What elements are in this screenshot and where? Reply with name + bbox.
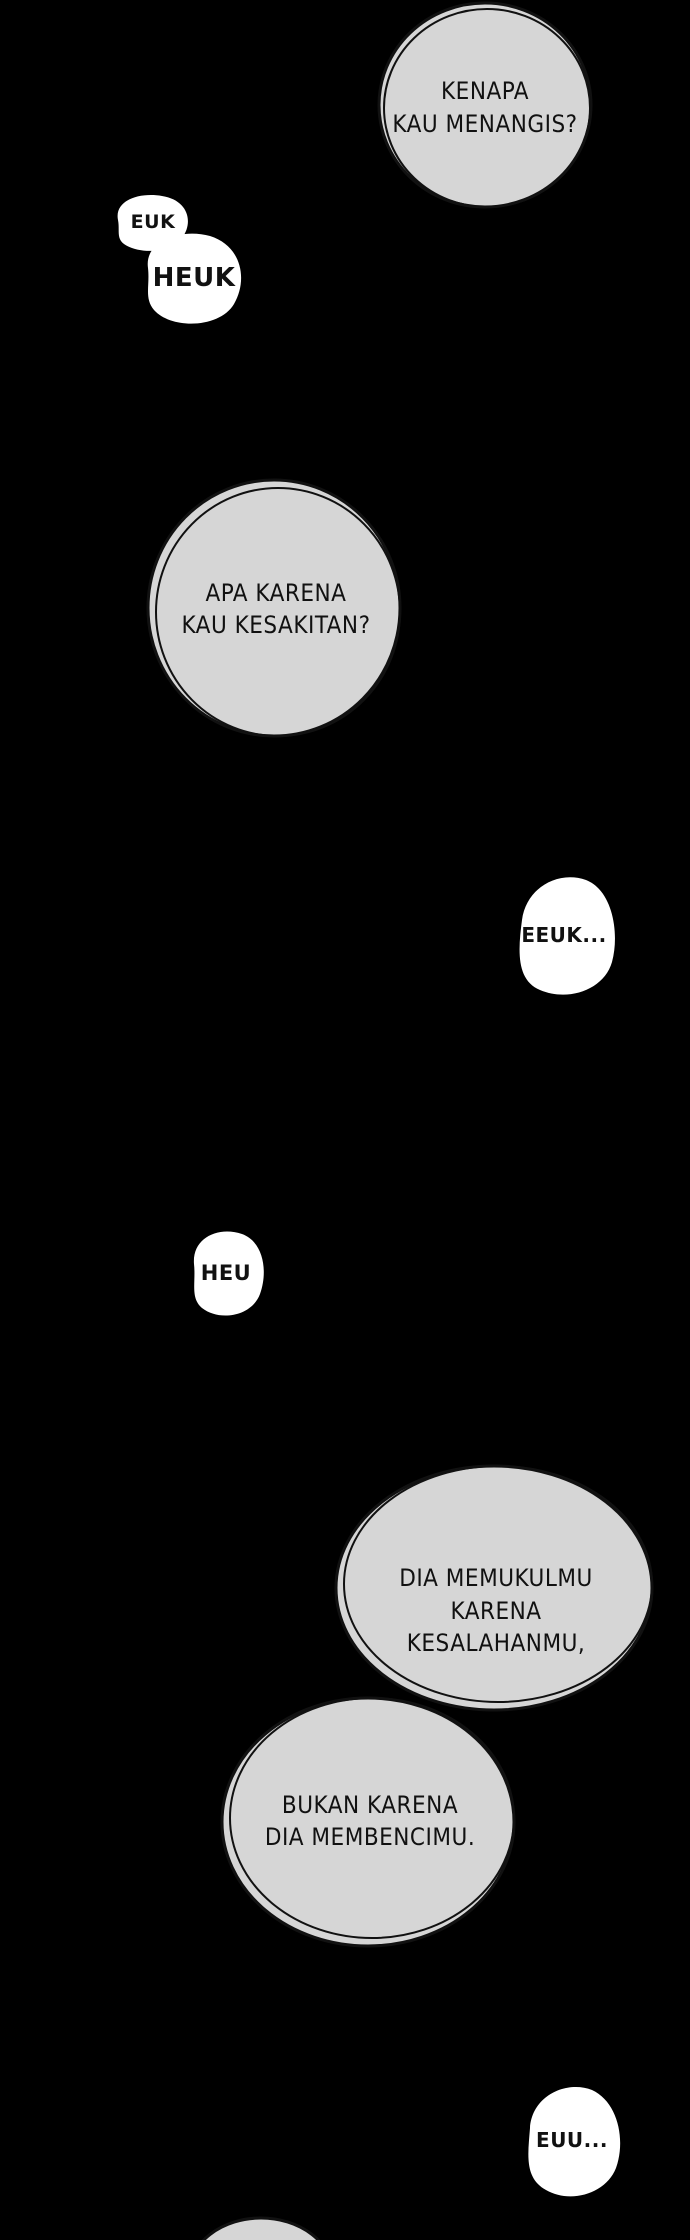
sound-text: EUU... [536, 2127, 608, 2152]
sound-bubble-heuk: HEUK [138, 228, 250, 330]
speech-text: KENAPA KAU MENANGIS? [392, 77, 578, 138]
speech-bubble-dia-memukulmu: DIA MEMUKULMU KARENA KESALAHANMU, [328, 1460, 664, 1718]
speech-bubble-kenapa: KENAPA KAU MENANGIS? [375, 0, 595, 215]
speech-text: APA KARENA KAU KESAKITAN? [181, 578, 371, 639]
speech-bubble-bukan-karena: BUKAN KARENA DIA MEMBENCIMU. [216, 1690, 524, 1952]
sound-bubble-euu: EUU... [518, 2080, 626, 2200]
speech-text: BUKAN KARENA DIA MEMBENCIMU. [264, 1790, 476, 1851]
sound-text: HEUK [152, 263, 236, 294]
sound-bubble-euk: EUK [110, 190, 196, 256]
sound-bubble-eeuk: EEUK... [508, 870, 620, 1000]
sound-text: EUK [130, 211, 176, 234]
partial-speech-bubble [186, 2214, 336, 2240]
sound-text: HEU [200, 1260, 252, 1285]
sound-text: EEUK... [521, 922, 607, 947]
speech-bubble-apa-karena: APA KARENA KAU KESAKITAN? [140, 472, 412, 746]
sound-bubble-heu: HEU [184, 1226, 268, 1320]
speech-text: DIA MEMUKULMU KARENA KESALAHANMU, [399, 1564, 593, 1658]
